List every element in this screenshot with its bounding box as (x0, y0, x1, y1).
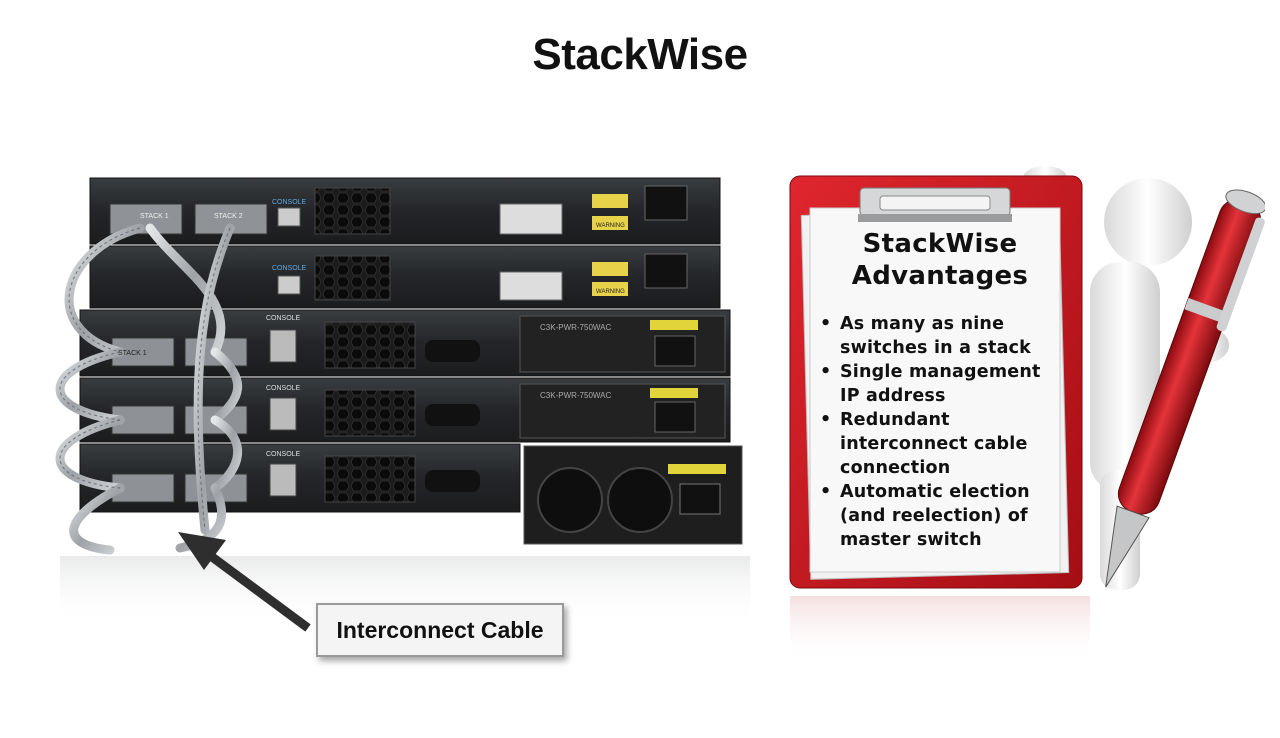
interconnect-cable-callout: Interconnect Cable (316, 603, 564, 657)
switch-stack-graphic: CONSOLE CONSOLE CONSOLE CONSOLE CONSOLE … (55, 177, 750, 632)
psu-label-1: C3K-PWR-750WAC (540, 323, 611, 332)
advantage-item: • Automatic election (and reelection) of… (820, 480, 1060, 552)
heading-line-2: Advantages (851, 261, 1029, 291)
heading-line-1: StackWise (862, 229, 1018, 259)
console-label-4: CONSOLE (266, 385, 301, 392)
switch-unit-2 (89, 245, 721, 309)
console-label-1: CONSOLE (272, 199, 307, 206)
advantage-text: Single management IP address (840, 362, 1041, 406)
switch-unit-3 (79, 309, 731, 377)
console-label-5: CONSOLE (266, 451, 301, 458)
clipboard-illustration (785, 160, 1265, 680)
clipboard-paper (809, 207, 1061, 573)
advantage-text: Redundant interconnect cable connection (840, 410, 1028, 478)
advantage-item: • As many as nine switches in a stack (820, 312, 1060, 360)
stack1-label-lower: STACK 1 (118, 350, 147, 357)
clipboard-text: StackWise Advantages • As many as nine s… (820, 228, 1060, 552)
switch-stack-illustration: CONSOLE CONSOLE CONSOLE CONSOLE CONSOLE … (0, 160, 780, 680)
bullet-icon: • (820, 410, 832, 430)
advantages-list: • As many as nine switches in a stack • … (820, 312, 1060, 552)
switch-unit-1 (89, 177, 721, 245)
advantage-text: Automatic election (and reelection) of m… (840, 482, 1030, 550)
cable-braid-texture (59, 227, 231, 531)
stack2-label: STACK 2 (214, 213, 243, 220)
bullet-icon: • (820, 482, 832, 502)
psu-label-2: C3K-PWR-750WAC (540, 391, 611, 400)
console-label-3: CONSOLE (266, 315, 301, 322)
pen-icon (1105, 189, 1265, 588)
warning-label-2: WARNING (596, 289, 625, 295)
clipboard-graphic (789, 166, 1265, 666)
bullet-icon: • (820, 314, 832, 334)
bullet-icon: • (820, 362, 832, 382)
warning-label-1: WARNING (596, 223, 625, 229)
advantage-text: As many as nine switches in a stack (840, 314, 1032, 358)
clipboard-reflection (790, 596, 1090, 666)
clipboard-heading: StackWise Advantages (820, 228, 1060, 292)
switch-unit-5 (79, 443, 743, 545)
stack1-label: STACK 1 (140, 213, 169, 220)
slide-title: StackWise (532, 30, 748, 79)
arrow-icon (178, 532, 311, 632)
advantage-item: • Single management IP address (820, 360, 1060, 408)
console-label-2: CONSOLE (272, 265, 307, 272)
switch-unit-4 (79, 377, 731, 443)
advantage-item: • Redundant interconnect cable connectio… (820, 408, 1060, 480)
clip-icon (858, 187, 1012, 222)
